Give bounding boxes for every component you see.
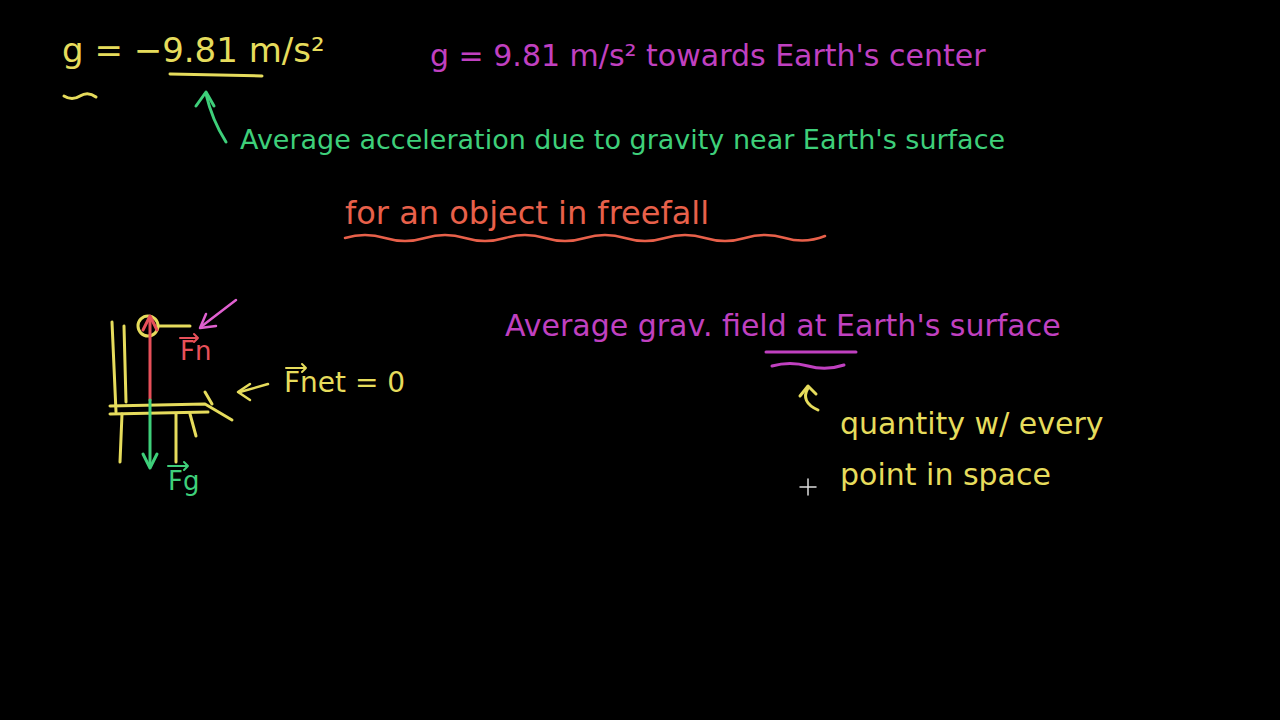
underline bbox=[772, 364, 844, 369]
underline bbox=[766, 351, 856, 354]
underline bbox=[64, 94, 96, 99]
force-label: Fn bbox=[180, 336, 211, 367]
equation: g = 9.81 m/s² towards Earth's center bbox=[430, 38, 986, 74]
pointer-arrow bbox=[206, 94, 226, 142]
underline bbox=[170, 74, 262, 76]
arrow-head bbox=[196, 92, 214, 106]
condition-note: for an object in freefall bbox=[345, 194, 709, 232]
arrow-head bbox=[200, 314, 216, 328]
person-body bbox=[158, 325, 190, 328]
arrow-head bbox=[143, 316, 157, 330]
normal-force-arrow bbox=[149, 318, 152, 400]
equation: g = −9.81 m/s² bbox=[62, 30, 325, 71]
definition-note: Average acceleration due to gravity near… bbox=[240, 124, 1005, 156]
gravity-force-arrow bbox=[149, 400, 152, 466]
arrow-head bbox=[238, 384, 250, 400]
definition-note: quantity w/ every point in space bbox=[840, 398, 1140, 500]
wavy-underline bbox=[345, 235, 825, 241]
chair-drawing bbox=[110, 322, 232, 462]
arrow-head bbox=[143, 454, 157, 468]
force-label: Fnet = 0 bbox=[284, 366, 405, 400]
pointer-arrow bbox=[202, 300, 236, 326]
heading-note: Average grav. field at Earth's surface bbox=[505, 308, 1061, 344]
force-label: Fg bbox=[168, 466, 199, 497]
arrow-head bbox=[800, 386, 816, 396]
cursor bbox=[800, 479, 816, 495]
person-head bbox=[138, 316, 158, 336]
